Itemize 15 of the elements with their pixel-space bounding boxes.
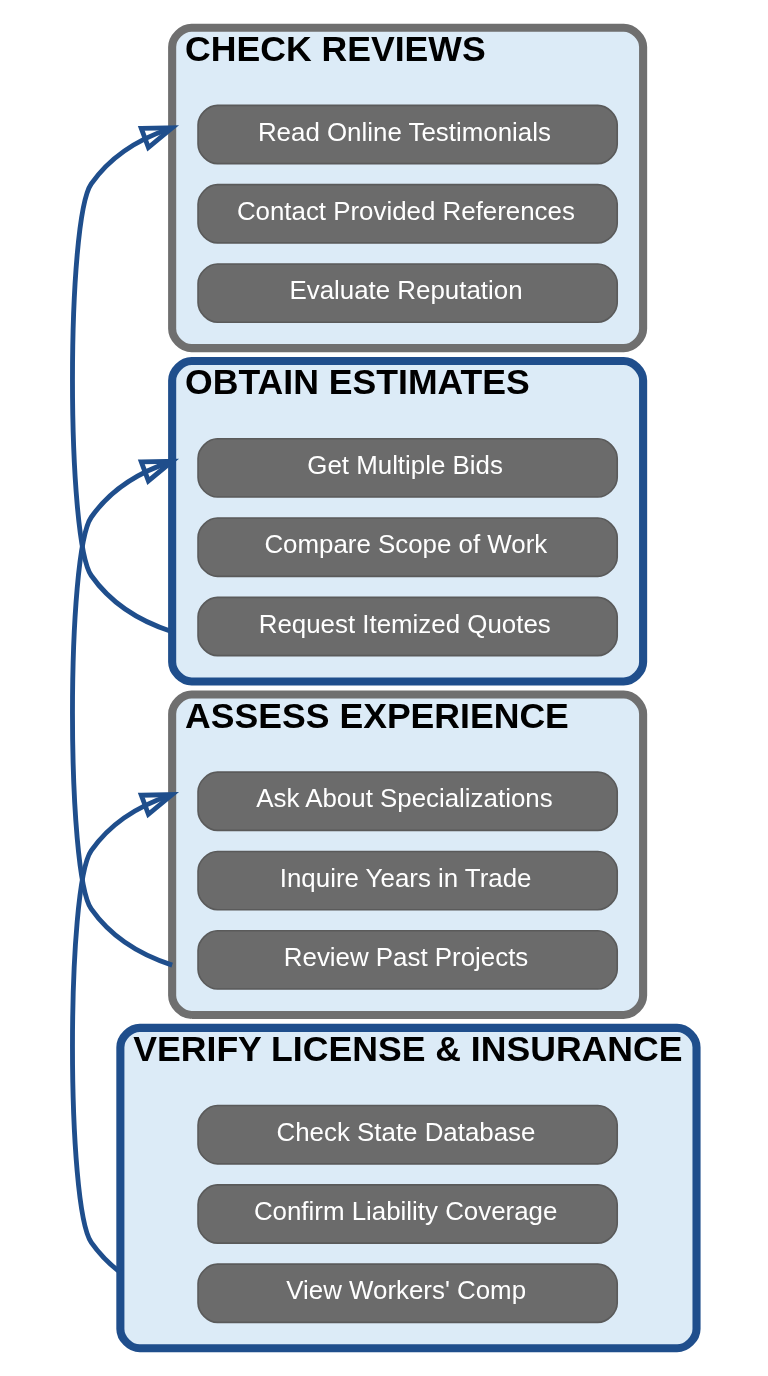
- node-box: Compare Scope of Work: [196, 517, 618, 578]
- node-box: View Workers' Comp: [196, 1263, 618, 1324]
- node-box: Get Multiple Bids: [196, 437, 618, 498]
- node-box: Ask About Specializations: [196, 771, 618, 832]
- node-box: Evaluate Reputation: [196, 263, 618, 324]
- node-box: Review Past Projects: [196, 929, 618, 990]
- arrow: [69, 125, 179, 634]
- node-box: Contact Provided References: [196, 183, 618, 244]
- node-box: Inquire Years in Trade: [196, 850, 618, 911]
- arrow: [69, 792, 179, 1275]
- node-box: Confirm Liability Coverage: [196, 1184, 618, 1244]
- arrow: [69, 458, 179, 968]
- node-box: Read Online Testimonials: [196, 104, 618, 165]
- node-box: Check State Database: [196, 1104, 618, 1165]
- node-box: Request Itemized Quotes: [196, 596, 618, 657]
